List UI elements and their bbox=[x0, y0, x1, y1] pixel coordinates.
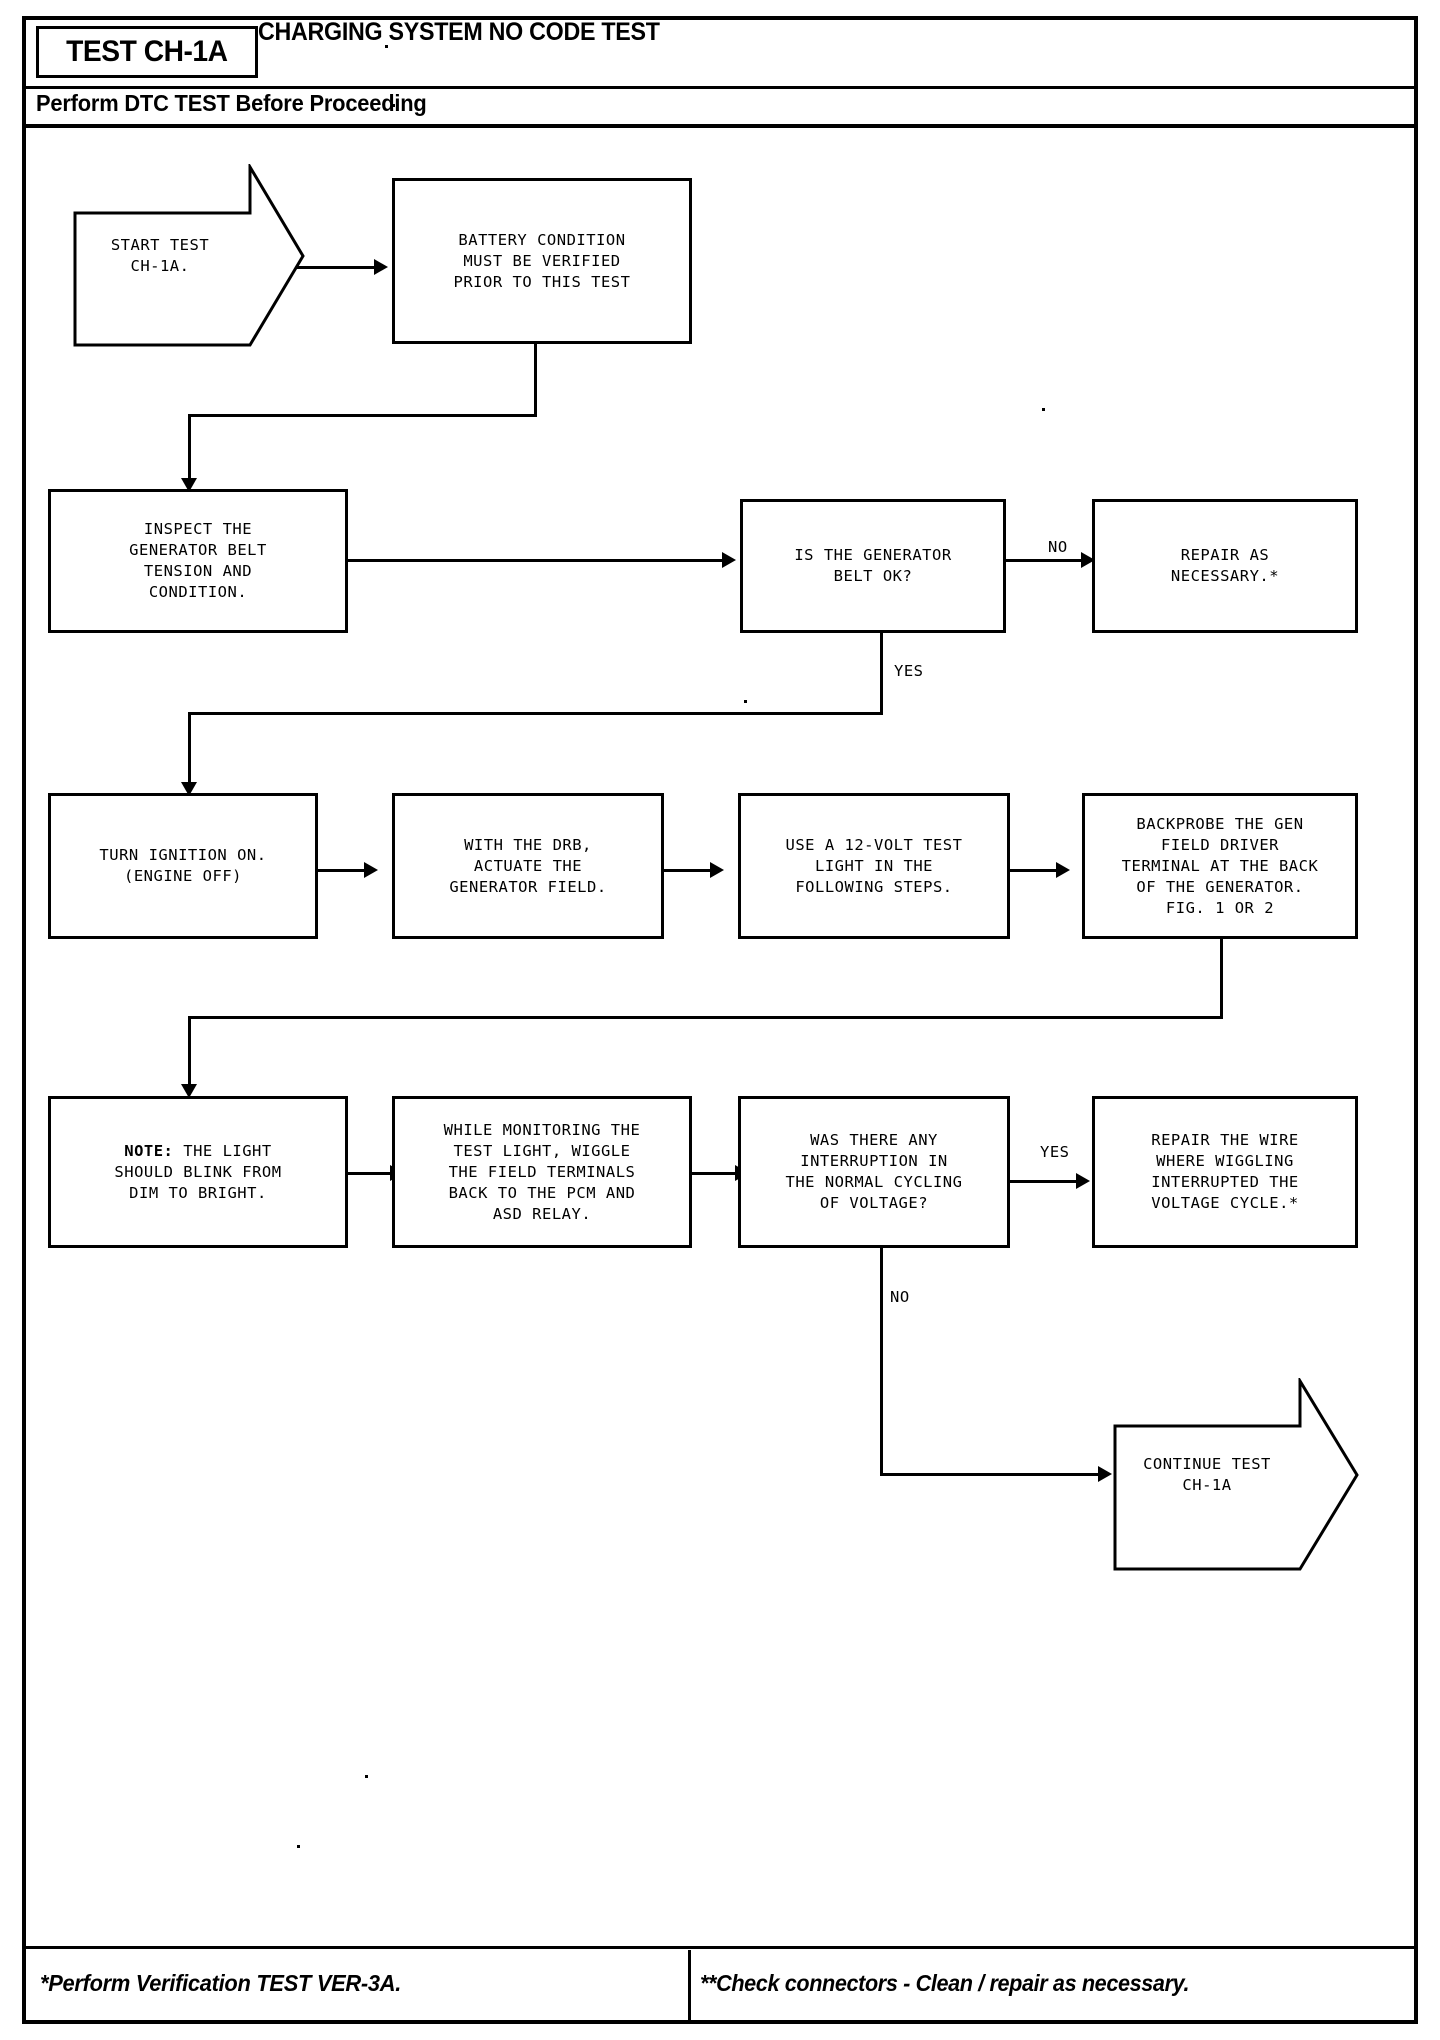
page-title: CHARGING SYSTEM NO CODE TEST bbox=[258, 18, 660, 46]
continue-test-arrow: CONTINUE TEST CH-1A bbox=[1112, 1378, 1360, 1572]
edge-beltok-yes-down bbox=[880, 633, 883, 715]
edge-beltok-yes-left bbox=[188, 712, 883, 715]
edge-beltok-yes-to-ignition bbox=[188, 712, 191, 790]
node-test-light-text: USE A 12-VOLT TEST LIGHT IN THE FOLLOWIN… bbox=[785, 835, 963, 896]
node-test-light: USE A 12-VOLT TEST LIGHT IN THE FOLLOWIN… bbox=[738, 793, 1010, 939]
footer-divider-vertical bbox=[688, 1950, 691, 2020]
arrowhead-interrupt-continue bbox=[1098, 1466, 1112, 1482]
node-inspect-belt: INSPECT THE GENERATOR BELT TENSION AND C… bbox=[48, 489, 348, 633]
footer-note-left: *Perform Verification TEST VER-3A. bbox=[40, 1970, 402, 1996]
edge-label-no-belt: NO bbox=[1046, 538, 1070, 556]
arrowhead-ignition-drb bbox=[364, 862, 378, 878]
scan-speck bbox=[1042, 408, 1045, 411]
scan-speck bbox=[365, 1775, 368, 1778]
node-turn-ignition-text: TURN IGNITION ON. (ENGINE OFF) bbox=[99, 846, 267, 885]
node-note-light-blink: NOTE: THE LIGHT SHOULD BLINK FROM DIM TO… bbox=[48, 1096, 348, 1248]
edge-backprobe-to-note bbox=[188, 1016, 191, 1092]
node-backprobe-text: BACKPROBE THE GEN FIELD DRIVER TERMINAL … bbox=[1121, 814, 1319, 917]
node-interruption-question-text: WAS THERE ANY INTERRUPTION IN THE NORMAL… bbox=[785, 1131, 963, 1212]
edge-interrupt-repair2 bbox=[1008, 1180, 1080, 1183]
edge-label-no-interrupt: NO bbox=[888, 1288, 912, 1306]
edge-label-yes-interrupt: YES bbox=[1038, 1143, 1072, 1161]
edge-beltok-repair bbox=[1006, 559, 1086, 562]
node-battery-condition: BATTERY CONDITION MUST BE VERIFIED PRIOR… bbox=[392, 178, 692, 344]
test-id-box: TEST CH-1A bbox=[36, 26, 258, 78]
continue-test-label: CONTINUE TEST CH-1A bbox=[1143, 1455, 1271, 1494]
edge-backprobe-down bbox=[1220, 939, 1223, 1019]
scan-speck bbox=[744, 700, 747, 703]
footer-note-right: **Check connectors - Clean / repair as n… bbox=[700, 1970, 1190, 1996]
edge-label-yes-belt: YES bbox=[892, 662, 926, 680]
node-repair-wire-text: REPAIR THE WIRE WHERE WIGGLING INTERRUPT… bbox=[1151, 1131, 1299, 1212]
scan-speck bbox=[385, 45, 388, 48]
arrowhead-beltok-ignition bbox=[181, 782, 197, 796]
edge-drb-testlight bbox=[662, 869, 714, 872]
edge-wiggle-interrupt bbox=[690, 1172, 738, 1175]
edge-battery-to-inspect bbox=[188, 414, 191, 486]
node-repair-as-necessary: REPAIR AS NECESSARY.* bbox=[1092, 499, 1358, 633]
start-test-arrow: START TEST CH-1A. bbox=[72, 164, 306, 348]
node-repair-wire: REPAIR THE WIRE WHERE WIGGLING INTERRUPT… bbox=[1092, 1096, 1358, 1248]
arrowhead-start-battery bbox=[374, 259, 388, 275]
node-drb-actuate: WITH THE DRB, ACTUATE THE GENERATOR FIEL… bbox=[392, 793, 664, 939]
page-border bbox=[22, 16, 1418, 2024]
edge-battery-down bbox=[534, 344, 537, 416]
header: TEST CH-1A bbox=[26, 20, 1414, 86]
node-turn-ignition: TURN IGNITION ON. (ENGINE OFF) bbox=[48, 793, 318, 939]
test-id-label: TEST CH-1A bbox=[66, 35, 228, 68]
subtitle-divider bbox=[26, 124, 1414, 128]
node-backprobe: BACKPROBE THE GEN FIELD DRIVER TERMINAL … bbox=[1082, 793, 1358, 939]
arrowhead-drb-testlight bbox=[710, 862, 724, 878]
scan-speck bbox=[297, 1845, 300, 1848]
arrowhead-testlight-backprobe bbox=[1056, 862, 1070, 878]
note-bold-prefix: NOTE: bbox=[124, 1141, 174, 1160]
edge-battery-left bbox=[188, 414, 537, 417]
arrowhead-battery-inspect bbox=[181, 478, 197, 492]
node-repair-as-necessary-text: REPAIR AS NECESSARY.* bbox=[1170, 546, 1280, 585]
node-inspect-belt-text: INSPECT THE GENERATOR BELT TENSION AND C… bbox=[129, 520, 267, 601]
node-drb-actuate-text: WITH THE DRB, ACTUATE THE GENERATOR FIEL… bbox=[449, 835, 607, 896]
node-belt-ok: IS THE GENERATOR BELT OK? bbox=[740, 499, 1006, 633]
arrowhead-interrupt-repair2 bbox=[1076, 1173, 1090, 1189]
node-wiggle-terminals-text: WHILE MONITORING THE TEST LIGHT, WIGGLE … bbox=[443, 1120, 641, 1223]
edge-note-wiggle bbox=[345, 1172, 393, 1175]
arrowhead-backprobe-note bbox=[181, 1084, 197, 1098]
note-rest-text: THE LIGHT SHOULD BLINK FROM DIM TO BRIGH… bbox=[114, 1141, 282, 1202]
edge-interrupt-no-down bbox=[880, 1248, 883, 1476]
edge-inspect-beltok bbox=[345, 559, 725, 562]
edge-backprobe-left bbox=[188, 1016, 1223, 1019]
arrowhead-inspect-beltok bbox=[722, 552, 736, 568]
node-battery-condition-text: BATTERY CONDITION MUST BE VERIFIED PRIOR… bbox=[453, 230, 631, 291]
edge-interrupt-no-right bbox=[880, 1473, 1102, 1476]
start-test-label: START TEST CH-1A. bbox=[110, 236, 210, 275]
scan-speck bbox=[392, 104, 395, 107]
header-subtitle: Perform DTC TEST Before Proceeding bbox=[36, 90, 427, 116]
node-interruption-question: WAS THERE ANY INTERRUPTION IN THE NORMAL… bbox=[738, 1096, 1010, 1248]
node-wiggle-terminals: WHILE MONITORING THE TEST LIGHT, WIGGLE … bbox=[392, 1096, 692, 1248]
footer-divider-horizontal bbox=[26, 1946, 1414, 1949]
edge-start-battery bbox=[282, 266, 376, 269]
node-note-light-blink-text: NOTE: THE LIGHT SHOULD BLINK FROM DIM TO… bbox=[108, 1141, 287, 1204]
arrowhead-beltok-repair bbox=[1081, 552, 1095, 568]
header-divider bbox=[26, 86, 1414, 89]
node-belt-ok-text: IS THE GENERATOR BELT OK? bbox=[794, 546, 952, 585]
edge-ignition-drb bbox=[316, 869, 368, 872]
edge-testlight-backprobe bbox=[1008, 869, 1060, 872]
